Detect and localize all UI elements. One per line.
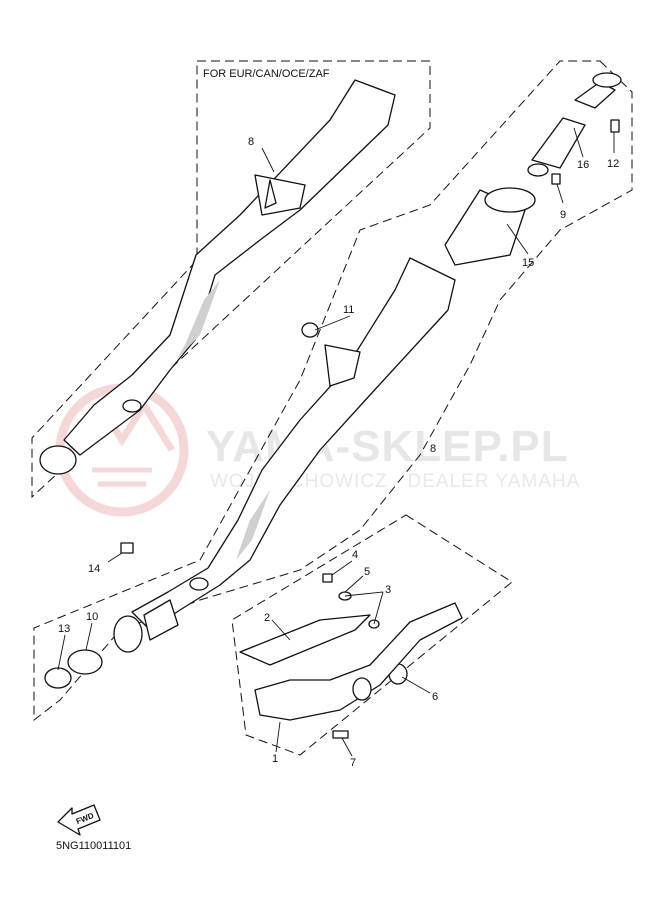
heat-protector	[239, 614, 371, 666]
callout-8a: 8	[248, 136, 254, 148]
callout-3: 3	[385, 584, 391, 596]
silencer-insert	[444, 72, 622, 266]
callout-12: 12	[607, 158, 619, 170]
callout-7: 7	[350, 757, 356, 769]
variant-boundary	[31, 60, 431, 499]
callout-11: 11	[343, 304, 354, 316]
callout-9: 9	[560, 209, 566, 221]
callout-5: 5	[364, 566, 370, 578]
callouts: 8 11 15 16 12 9 8 14 13 10 4 5 3 2 6 1 7	[58, 136, 619, 769]
watermark-title: YAMA-SKLEP.PL	[206, 422, 569, 471]
callout-16: 16	[577, 159, 589, 171]
variant-label: FOR EUR/CAN/OCE/ZAF	[203, 68, 330, 80]
callout-6: 6	[432, 691, 438, 703]
leader-lines	[57, 127, 615, 757]
eur-muffler	[39, 79, 396, 475]
callout-4: 4	[352, 549, 358, 561]
callout-1: 1	[272, 753, 278, 765]
headpipe-boundary	[231, 514, 513, 756]
callout-8b: 8	[430, 443, 436, 455]
callout-2: 2	[264, 612, 270, 624]
callout-13: 13	[58, 623, 70, 635]
exhaust-pipe	[254, 602, 463, 721]
callout-14: 14	[88, 563, 100, 575]
callout-10: 10	[86, 611, 98, 623]
watermark-subtitle: WOJCIECHOWICZ - DEALER YAMAHA	[210, 471, 580, 492]
assembly-boundary	[33, 60, 633, 722]
callout-15: 15	[522, 257, 534, 269]
watermark: YAMA-SKLEP.PL WOJCIECHOWICZ - DEALER YAM…	[55, 383, 580, 517]
main-muffler	[113, 257, 456, 653]
diagram-code: 5NG110011101	[56, 840, 131, 852]
fwd-arrow: FWD	[57, 804, 101, 836]
